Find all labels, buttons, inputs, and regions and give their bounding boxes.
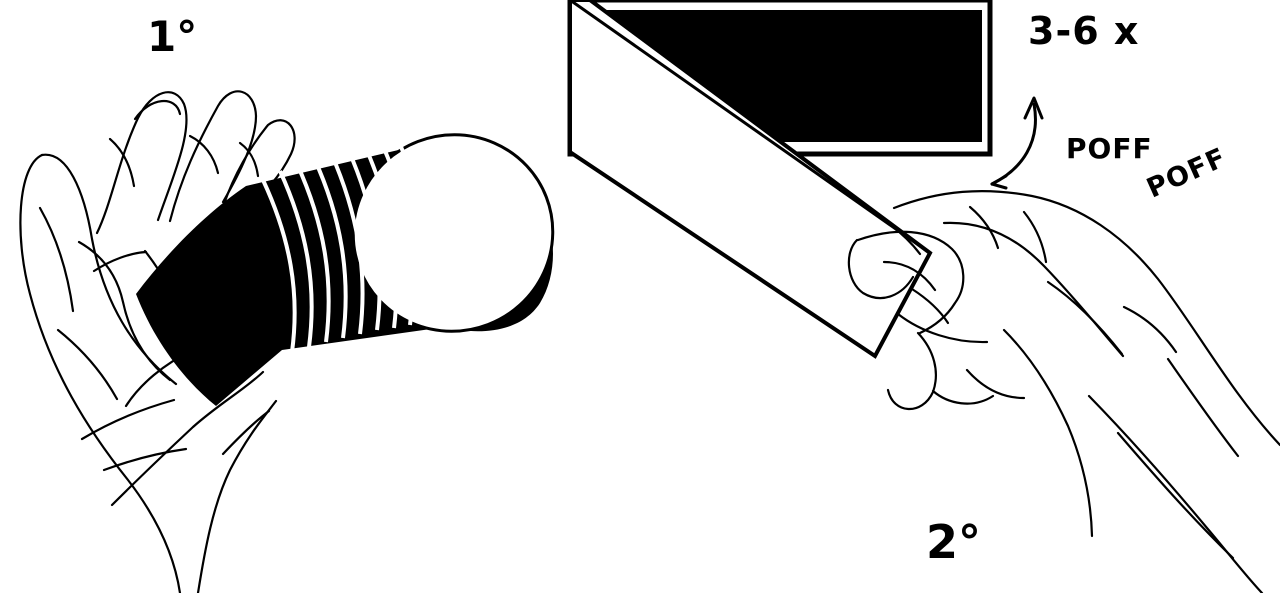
board-and-slab-icon [570,0,990,356]
step-one-label: 1° [147,16,197,58]
sound-effect-poff-1: POFF [1066,135,1153,163]
curved-double-arrow-icon [992,98,1042,188]
repeat-count-label: 3-6 x [1028,12,1139,50]
step-two-label: 2° [926,519,981,565]
cylindrical-stack-icon [136,106,581,406]
